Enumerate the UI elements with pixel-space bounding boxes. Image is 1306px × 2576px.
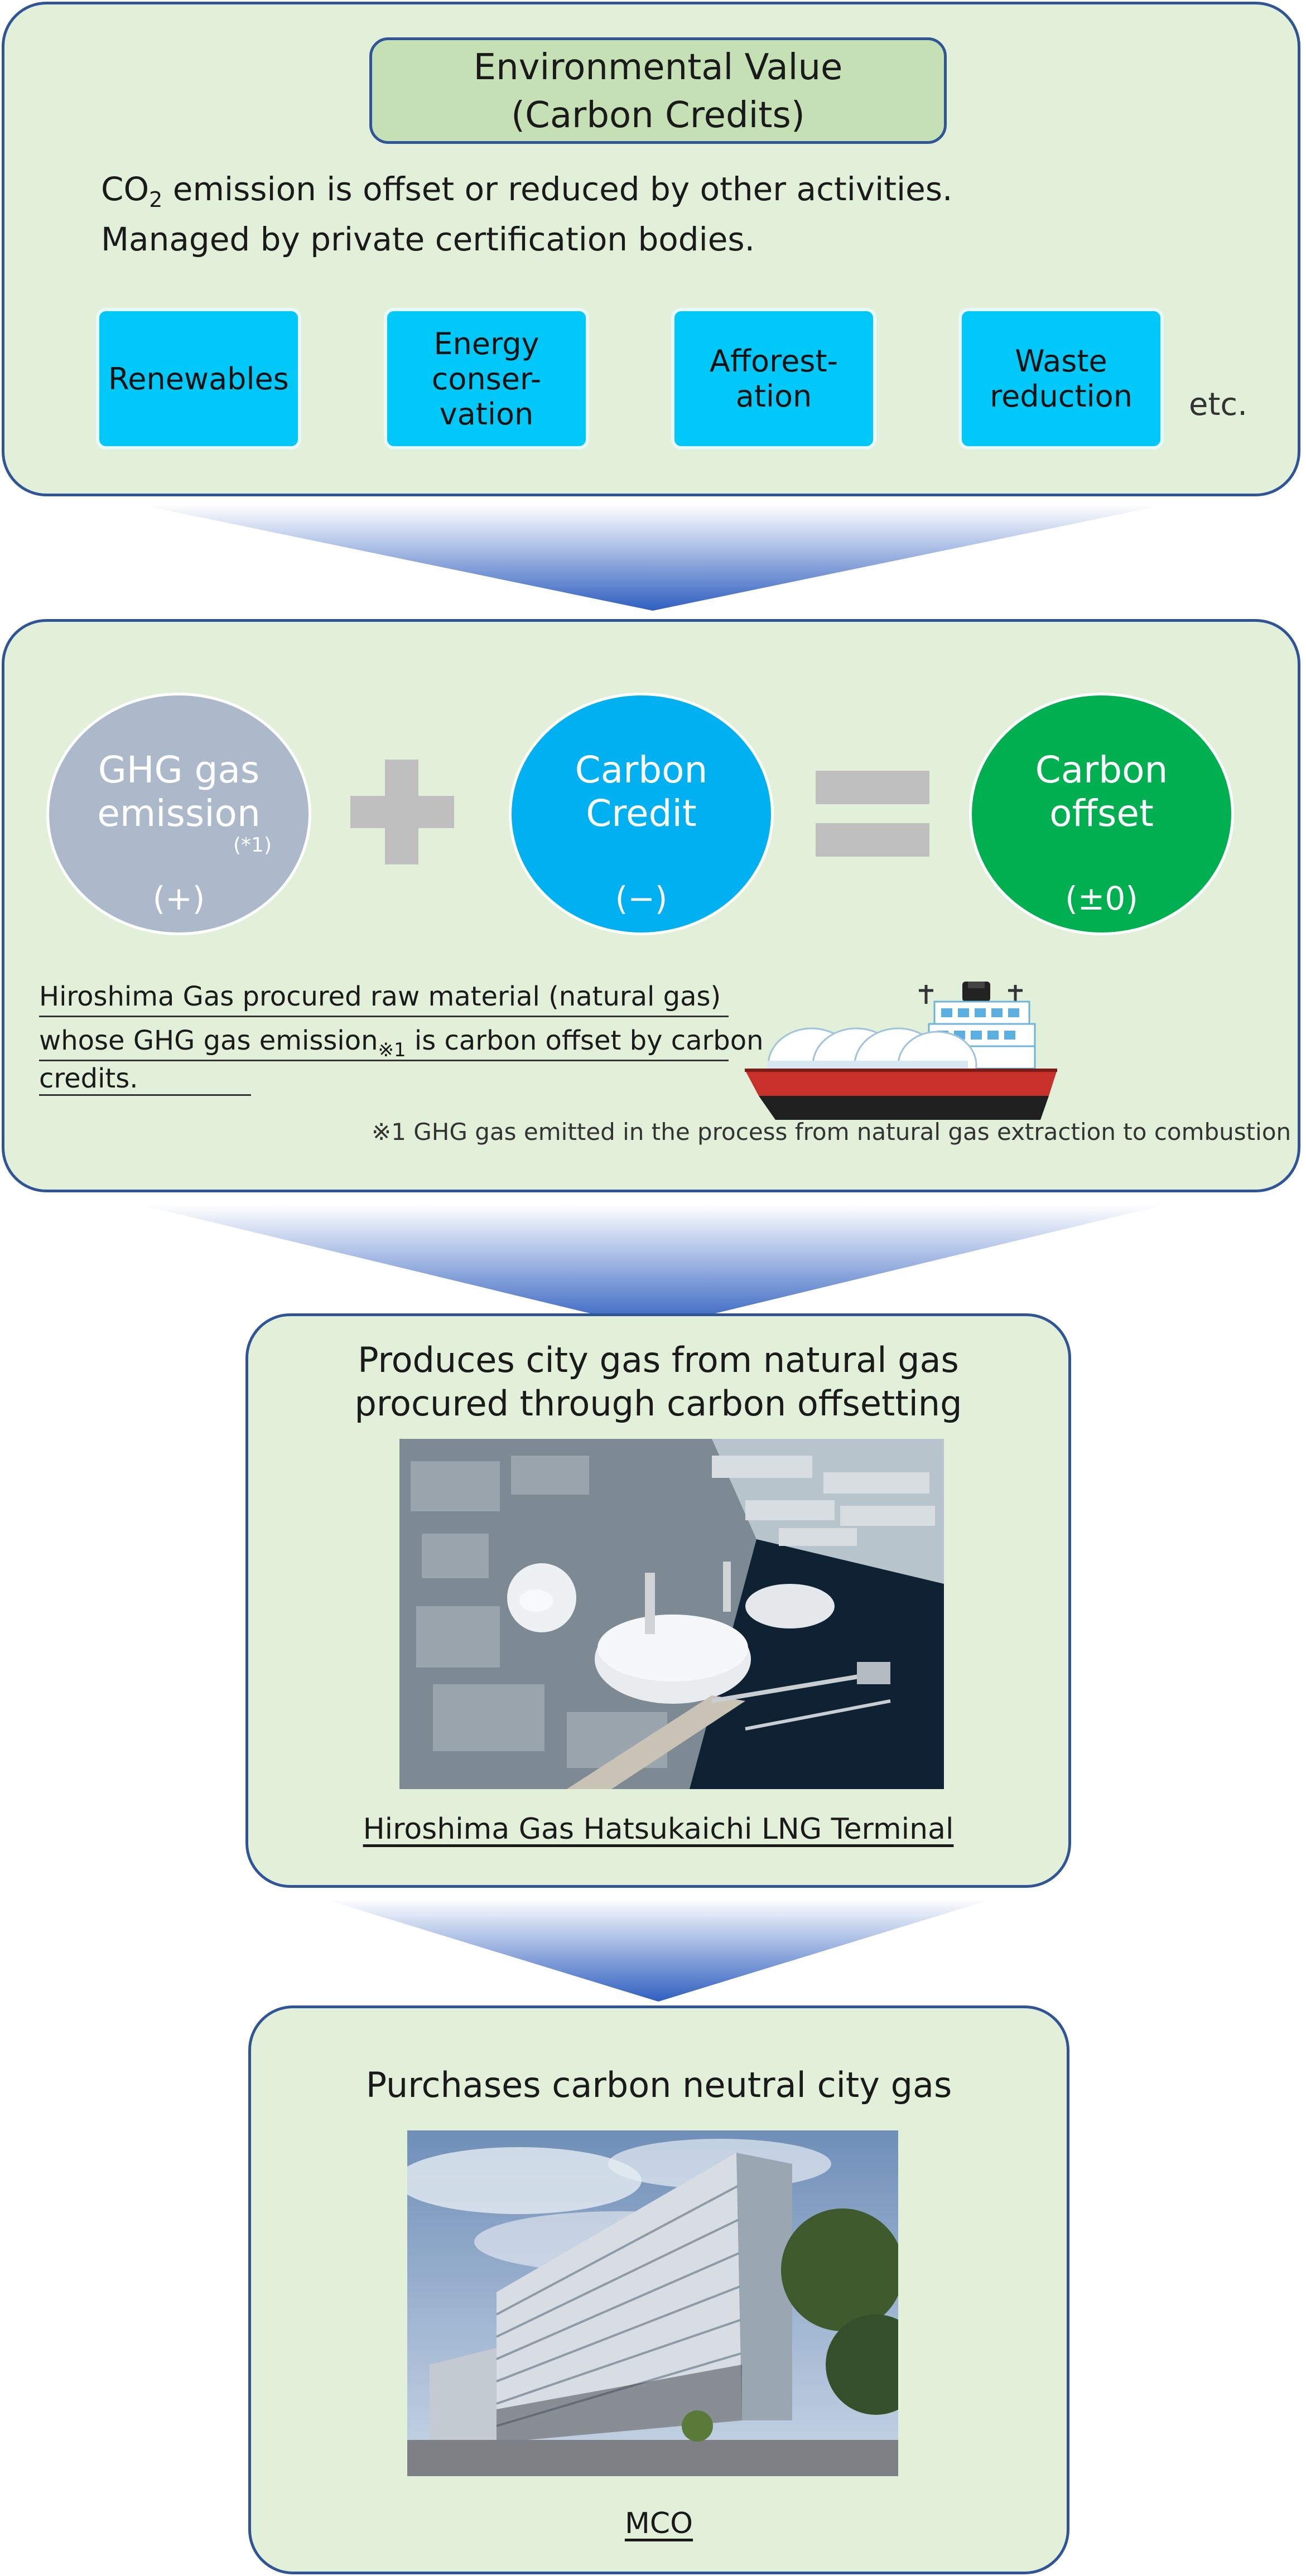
underline-2	[39, 1060, 729, 1061]
procurement-line-2: whose GHG gas emission※1 is carbon offse…	[39, 1025, 764, 1061]
title-line-1: Environmental Value	[473, 47, 843, 88]
category-label: vation	[439, 396, 534, 432]
category-tile: Afforest-ation	[671, 308, 876, 450]
procurement-line-1: Hiroshima Gas procured raw material (nat…	[39, 981, 721, 1012]
purchase-line-1: Purchases carbon neutral city gas	[365, 2065, 952, 2105]
underline-1	[39, 1016, 729, 1017]
category-label: reduction	[990, 379, 1132, 414]
etc-label: etc.	[1189, 386, 1247, 423]
category-label: Afforest-	[709, 344, 838, 379]
description-line-1: CO2 emission is offset or reduced by oth…	[101, 170, 953, 212]
lng-ship-illustration	[745, 982, 1057, 1120]
offset-line-1: Carbon	[1035, 748, 1168, 791]
credit-line-2: Credit	[586, 792, 697, 835]
category-label: Energy	[433, 326, 539, 361]
ghg-footnote-mark: (*1)	[233, 834, 272, 857]
offset-sign: (±0)	[1065, 879, 1138, 917]
lng-terminal-photo	[399, 1439, 944, 1789]
category-label: conser-	[431, 361, 542, 397]
flow-arrow-3	[324, 1899, 993, 2002]
ghg-sign: (+)	[152, 879, 205, 917]
procurement-line-3: credits.	[39, 1063, 138, 1094]
ghg-line-2: emission	[97, 792, 261, 835]
title-line-2: (Carbon Credits)	[511, 95, 805, 136]
category-label: Waste	[1015, 344, 1107, 379]
ghg-line-1: GHG gas	[98, 748, 260, 791]
credit-sign: (−)	[615, 879, 668, 917]
production-line-1: Produces city gas from natural gas	[358, 1340, 959, 1380]
footnote: ※1 GHG gas emitted in the process from n…	[372, 1118, 1291, 1146]
underline-3	[39, 1094, 251, 1096]
category-tile: Renewables	[96, 308, 301, 450]
mco-building-photo	[407, 2130, 898, 2476]
offset-line-2: offset	[1049, 792, 1154, 835]
credit-line-1: Carbon	[575, 748, 708, 791]
category-label: ation	[735, 379, 812, 414]
flow-arrow-1	[139, 505, 1166, 611]
description-line-2: Managed by private certification bodies.	[101, 220, 755, 258]
mco-caption: MCO	[624, 2507, 693, 2540]
environmental-value-title: Environmental Value (Carbon Credits)	[369, 37, 947, 144]
production-line-2: procured through carbon offsetting	[354, 1383, 962, 1424]
category-label: Renewables	[108, 361, 289, 397]
lng-terminal-caption: Hiroshima Gas Hatsukaichi LNG Terminal	[363, 1813, 954, 1846]
flow-arrow-2	[139, 1205, 1166, 1328]
